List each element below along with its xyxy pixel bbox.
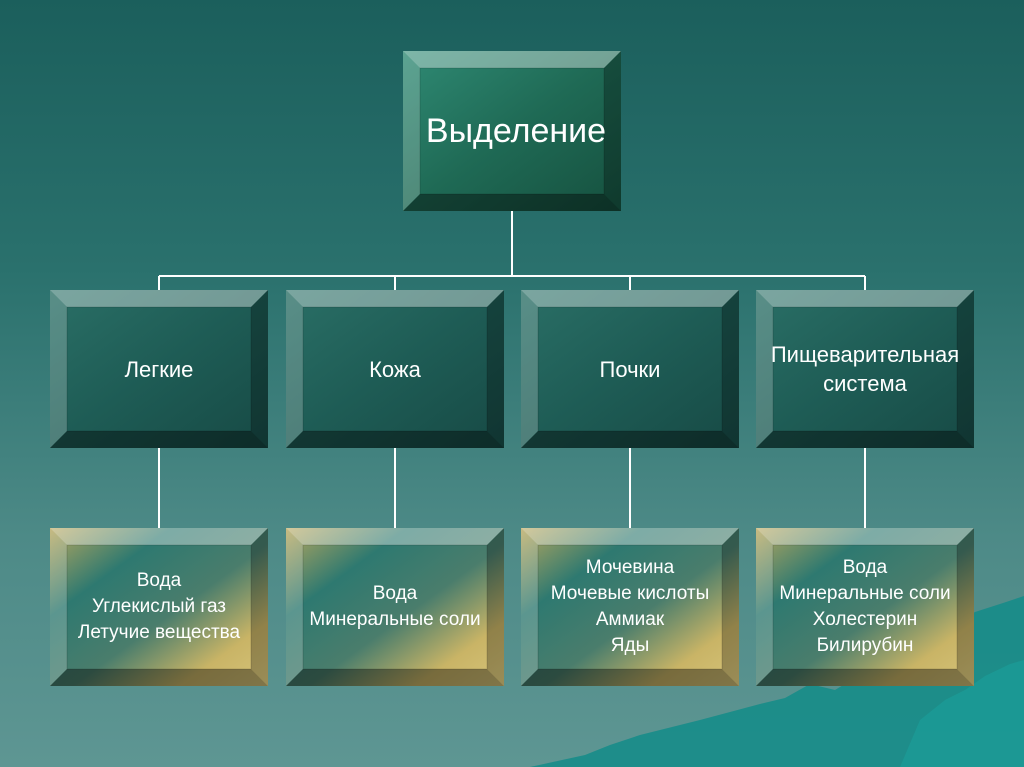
organ-label: Почки: [599, 356, 661, 382]
organ-box: Пищеварительная система: [756, 290, 974, 448]
substance-item: Углекислый газ: [91, 596, 227, 617]
organ-box: Кожа: [286, 290, 504, 448]
root-box: Выделение: [403, 51, 621, 211]
organ-box: Легкие: [50, 290, 268, 448]
substance-item: Вода: [136, 570, 182, 591]
substance-item: Мочевые кислоты: [550, 583, 710, 604]
substance-item: Билирубин: [816, 635, 914, 656]
organ-label: Легкие: [124, 356, 194, 382]
substance-item: Яды: [610, 635, 650, 656]
substance-item: Вода: [372, 583, 418, 604]
substance-item: Вода: [842, 557, 888, 578]
substance-item: Минеральные соли: [779, 583, 951, 604]
organ-box: Почки: [521, 290, 739, 448]
substance-item: Холестерин: [812, 609, 918, 630]
organ-label: Пищеварительная система: [770, 342, 960, 396]
substance-item: Летучие вещества: [77, 622, 241, 643]
root-label: Выделение: [425, 111, 607, 150]
substance-item: Минеральные соли: [309, 609, 481, 630]
substance-item: Мочевина: [585, 557, 675, 578]
substance-item: Аммиак: [595, 609, 665, 630]
organ-label: Кожа: [369, 356, 421, 382]
